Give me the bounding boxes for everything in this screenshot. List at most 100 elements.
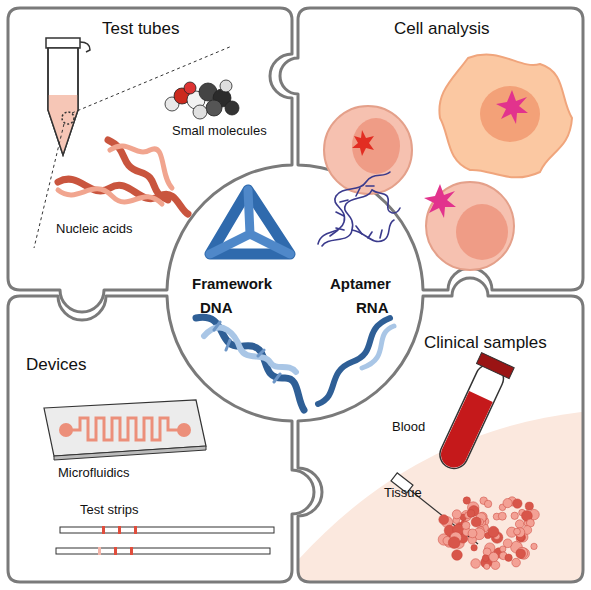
tissue-cells-part (468, 529, 477, 538)
aptamer-part (318, 172, 390, 244)
test-strip-part (114, 547, 117, 555)
tissue-region-part (298, 410, 591, 590)
puzzle-piece: Test tubes (8, 8, 292, 290)
test-tube-part (46, 38, 80, 48)
test-strip-part (98, 547, 101, 555)
piece-heading: Devices (26, 356, 86, 375)
nucleic-acid-part (58, 179, 188, 214)
microfluidic-chip-part (68, 418, 180, 440)
test-tube-part (48, 48, 78, 155)
piece-heading: Clinical samples (424, 334, 547, 353)
nucleic-acid (58, 140, 188, 214)
cell (324, 55, 572, 270)
puzzle-piece: Clinical samples (298, 296, 583, 582)
test-strip-part (56, 548, 270, 554)
cell-part (352, 118, 400, 174)
blood-tube (432, 353, 514, 475)
rna-strand-part (362, 326, 394, 368)
tissue-cells-part (484, 563, 490, 569)
small-molecule-part (225, 101, 239, 115)
biopsy-needle (391, 473, 478, 544)
small-molecule-part (206, 100, 222, 116)
tissue-cells-part (515, 520, 524, 529)
puzzle-piece-part (280, 8, 583, 290)
label: Tissue (384, 486, 422, 500)
tissue-cells-part (471, 517, 481, 527)
label: Nucleic acids (56, 222, 133, 236)
tissue-cells-part (516, 549, 526, 559)
test-tube-part (48, 48, 78, 155)
dna-framework-part (210, 190, 290, 254)
dna-framework (210, 190, 290, 254)
microfluidic-chip-part (54, 446, 206, 460)
tissue-cells-part (439, 515, 449, 525)
label: Framework (192, 276, 272, 293)
cell-part (424, 184, 456, 218)
tissue-cells-part (471, 559, 481, 569)
cell-part (324, 106, 412, 194)
tissue-cells-part (452, 550, 463, 561)
tissue-cells-part (491, 561, 500, 570)
tissue-cells-part (467, 510, 475, 518)
nucleic-acid-part (58, 189, 162, 204)
small-molecule (165, 80, 239, 119)
dna-helix-part (204, 328, 296, 372)
tissue-cells-part (452, 510, 461, 519)
dna-helix-part (214, 322, 280, 382)
puzzle-piece: Cell analysis (298, 8, 583, 290)
small-molecule-part (184, 82, 196, 94)
label: RNA (356, 300, 389, 317)
tissue-cells-part (525, 502, 533, 510)
aptamer-part (356, 226, 382, 238)
test-strip-part (102, 526, 105, 534)
test-strip-part (130, 547, 133, 555)
test-tube-part (80, 42, 90, 52)
blood-tube-part (435, 360, 508, 473)
blood-tube-part (477, 353, 515, 379)
tissue-cells-part (511, 512, 518, 519)
aptamer-part (330, 186, 374, 236)
tissue-cells-part (471, 545, 477, 551)
test-strip-part (118, 526, 121, 534)
tissue-cells-part (512, 558, 521, 567)
small-molecule-part (193, 105, 207, 119)
label: DNA (200, 300, 233, 317)
dna-helix (196, 317, 304, 410)
dna-helix-part (196, 317, 304, 410)
tissue-cells-part (448, 537, 460, 549)
cell-part (456, 204, 508, 260)
aptamer-part (372, 190, 400, 213)
blood-tube-part (437, 391, 493, 472)
tissue-cells-part (482, 555, 489, 562)
tissue-region (298, 410, 591, 590)
aptamer (318, 172, 400, 246)
cell-part (480, 86, 540, 142)
aptamer-part (322, 190, 372, 246)
cell-part (352, 130, 374, 156)
tissue-cells-part (531, 543, 537, 549)
nucleic-acid-part (110, 146, 172, 188)
test-strip-part (60, 527, 274, 533)
tissue-cells-part (517, 547, 528, 558)
puzzle-piece-part (8, 8, 292, 312)
label: Small molecules (172, 124, 267, 138)
tissue-cells-part (488, 526, 499, 537)
tissue-cells (438, 497, 539, 570)
rna-strand-part (318, 318, 390, 404)
puzzle-piece: Devices (8, 296, 292, 582)
piece-heading: Cell analysis (394, 20, 489, 39)
puzzle-piece (298, 278, 583, 582)
test-tube (46, 38, 90, 155)
label: Microfluidics (58, 466, 130, 480)
tissue-cells-part (500, 546, 506, 552)
cell-part (439, 55, 572, 178)
tissue-cells-part (513, 499, 522, 508)
tissue-cells-part (505, 554, 512, 561)
tissue-cells-part (503, 499, 512, 508)
tissue-cells-part (462, 522, 470, 530)
microfluidic-chip-part (59, 423, 73, 437)
test-strip (56, 526, 274, 555)
label: Test strips (80, 503, 139, 517)
tissue-cells-part (498, 512, 506, 520)
